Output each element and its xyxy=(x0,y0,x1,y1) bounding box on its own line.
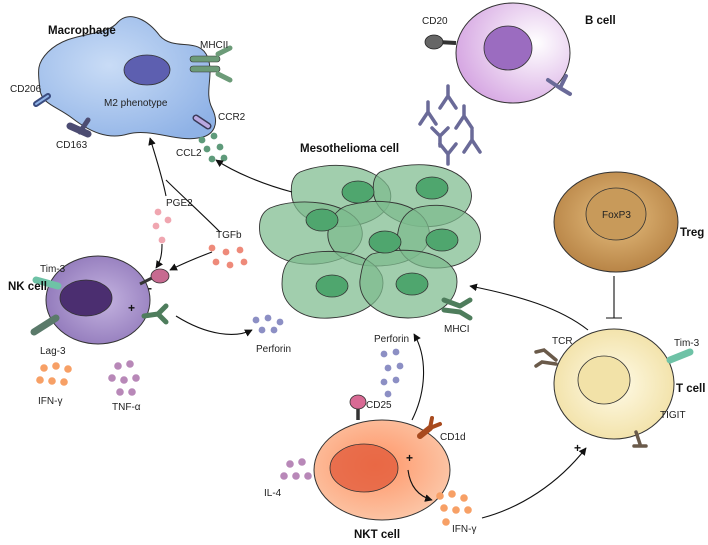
tcell-plus-sign: + xyxy=(574,441,581,455)
nkt-cell-nucleus xyxy=(329,443,399,493)
ccl2-label: CCL2 xyxy=(176,148,202,159)
arrow-tcell-to-meso xyxy=(469,283,589,331)
bcr-antibody-receptor xyxy=(546,74,572,96)
arrow-treg-inhibit-tcell xyxy=(606,276,622,319)
treg-nucleus xyxy=(585,187,647,241)
mesothelioma-title: Mesothelioma cell xyxy=(300,143,399,155)
treg-title: Treg xyxy=(680,227,704,239)
ccl2-molecules xyxy=(198,132,228,163)
tgfb-molecules xyxy=(208,244,248,269)
arrow-pge2-to-macrophage xyxy=(148,137,167,197)
lag3-label: Lag-3 xyxy=(40,346,66,357)
tnf-label: TNF-α xyxy=(112,402,141,413)
ifn-label-nk: IFN-γ xyxy=(38,396,62,407)
tcr-receptor xyxy=(534,348,558,368)
b-cell-title: B cell xyxy=(585,15,616,27)
perforin-molecules-nkt xyxy=(380,348,404,398)
mesothelioma-nuclei xyxy=(305,176,459,298)
cd1d-label: CD1d xyxy=(440,432,466,443)
tim3-receptor-nk xyxy=(32,276,62,290)
arrows xyxy=(148,137,622,519)
nkt-cell: CD25 CD1d NKT cell + xyxy=(313,394,466,541)
il4-molecules xyxy=(280,458,312,480)
ifn-molecules-nk xyxy=(36,362,72,386)
t-cell-nucleus xyxy=(577,355,631,405)
activating-receptor xyxy=(141,303,169,325)
tim3-receptor-tcell xyxy=(666,348,694,364)
tcr-label: TCR xyxy=(552,336,573,347)
mhci-label: MHCI xyxy=(444,324,470,335)
arrow-nkt-to-meso xyxy=(411,333,425,421)
arrow-nkt-cd1d-to-ifn xyxy=(407,469,433,502)
cd163-receptor xyxy=(66,117,92,138)
perforin-molecules-nk xyxy=(252,314,284,334)
pge2-label: PGE2 xyxy=(166,198,193,209)
cd20-label: CD20 xyxy=(422,16,448,27)
nk-cell-nucleus xyxy=(59,279,113,317)
inhibitory-receptor xyxy=(139,268,170,286)
mhcii-receptor xyxy=(189,45,233,83)
arrow-pge2-to-nk xyxy=(155,243,164,269)
nk-plus-sign: + xyxy=(128,301,135,315)
ccr2-receptor xyxy=(192,114,212,130)
b-cell-nucleus xyxy=(483,25,533,71)
treg-cell: FoxP3 Treg xyxy=(553,171,704,273)
arrow-tgfb-to-macrophage xyxy=(165,179,221,233)
nk-cell-title: NK cell xyxy=(8,281,47,293)
cd25-label: CD25 xyxy=(366,400,392,411)
antibodies xyxy=(418,84,482,166)
cd1d-receptor xyxy=(417,416,442,439)
arrow-meso-to-macrophage xyxy=(215,159,293,193)
mhcii-label: MHCII xyxy=(200,40,228,51)
tigit-label: TIGIT xyxy=(660,410,686,421)
arrow-ifn-to-tcell xyxy=(481,447,587,519)
macrophage-title: Macrophage xyxy=(48,25,116,37)
cd25-receptor xyxy=(349,394,367,420)
macrophage-cell: Macrophage M2 phenotype MHCII CD206 CD16… xyxy=(10,16,246,151)
macrophage-phenotype: M2 phenotype xyxy=(104,98,168,109)
tigit-receptor xyxy=(632,430,648,448)
t-cell-title: T cell xyxy=(676,383,705,395)
nkt-cell-title: NKT cell xyxy=(354,529,400,541)
mhci-receptor xyxy=(441,297,473,321)
foxp3-label: FoxP3 xyxy=(602,210,631,221)
nkt-plus-sign: + xyxy=(406,451,413,465)
il4-label: IL-4 xyxy=(264,488,282,499)
arrow-tgfb-to-nk xyxy=(169,251,213,271)
tim3-label-nk: Tim-3 xyxy=(40,264,66,275)
cd206-label: CD206 xyxy=(10,84,42,95)
cd163-label: CD163 xyxy=(56,140,88,151)
macrophage-nucleus xyxy=(123,54,171,86)
perforin-label-nkt: Perforin xyxy=(374,334,409,345)
t-cell: TCR Tim-3 TIGIT T cell xyxy=(534,328,705,448)
nk-cell: Tim-3 Lag-3 NK cell - + xyxy=(8,255,170,357)
ifn-label-nkt: IFN-γ xyxy=(452,524,476,535)
tim3-label-tcell: Tim-3 xyxy=(674,338,700,349)
b-cell: CD20 B cell xyxy=(422,2,616,104)
tnf-molecules xyxy=(108,360,140,396)
pge2-molecules xyxy=(152,208,172,244)
lag3-receptor xyxy=(30,314,60,336)
cd206-receptor xyxy=(33,93,51,107)
perforin-label-nk: Perforin xyxy=(256,344,291,355)
nk-minus-sign: - xyxy=(148,281,152,295)
arrow-nk-to-perforin xyxy=(175,315,253,337)
ifn-molecules-nkt xyxy=(436,490,472,526)
tgfb-label: TGFb xyxy=(216,230,242,241)
ccr2-label: CCR2 xyxy=(218,112,246,123)
cd20-receptor xyxy=(424,34,457,50)
